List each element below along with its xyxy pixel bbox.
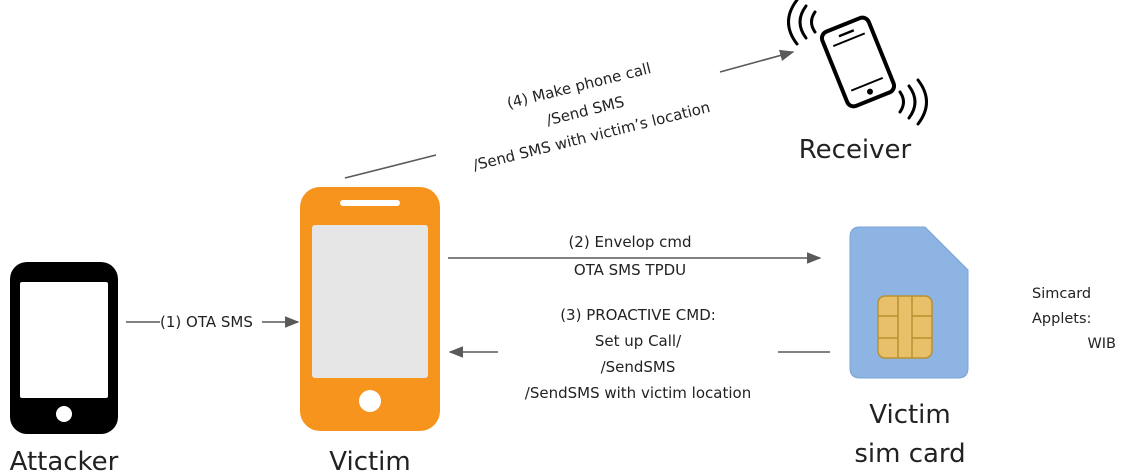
flow-4-label-group: (4) Make phone call /Send SMS /Send SMS … [471, 59, 712, 174]
victim-phone-icon [300, 187, 440, 431]
attacker-phone-icon [10, 262, 118, 434]
flow-2-label-line1: (2) Envelop cmd [568, 233, 691, 251]
flow-3-label-line3: /SendSMS [601, 358, 676, 376]
sim-note-line2: Applets: [1032, 311, 1091, 327]
receiver-label: Receiver [799, 135, 912, 165]
flow-3-label-line4: /SendSMS with victim location [525, 384, 751, 402]
flow-2-label-line2: OTA SMS TPDU [574, 261, 686, 279]
sim-label-line1: Victim [869, 400, 950, 430]
victim-label: Victim [329, 447, 410, 475]
flow-3-label-line2: Set up Call/ [595, 332, 682, 350]
sim-note-line1: Simcard [1032, 286, 1091, 302]
sim-label-line2: sim card [854, 439, 965, 469]
flow-4-arrow-end [719, 49, 795, 73]
flow-1-label: (1) OTA SMS [160, 313, 253, 331]
sim-note-line3: WIB [1087, 336, 1116, 352]
attacker-label: Attacker [10, 447, 119, 475]
receiver-phone-icon [787, 0, 928, 126]
flow-3-label-line1: (3) PROACTIVE CMD: [560, 306, 716, 324]
sim-card-icon [849, 226, 969, 379]
flow-4-arrow-start [344, 154, 437, 179]
